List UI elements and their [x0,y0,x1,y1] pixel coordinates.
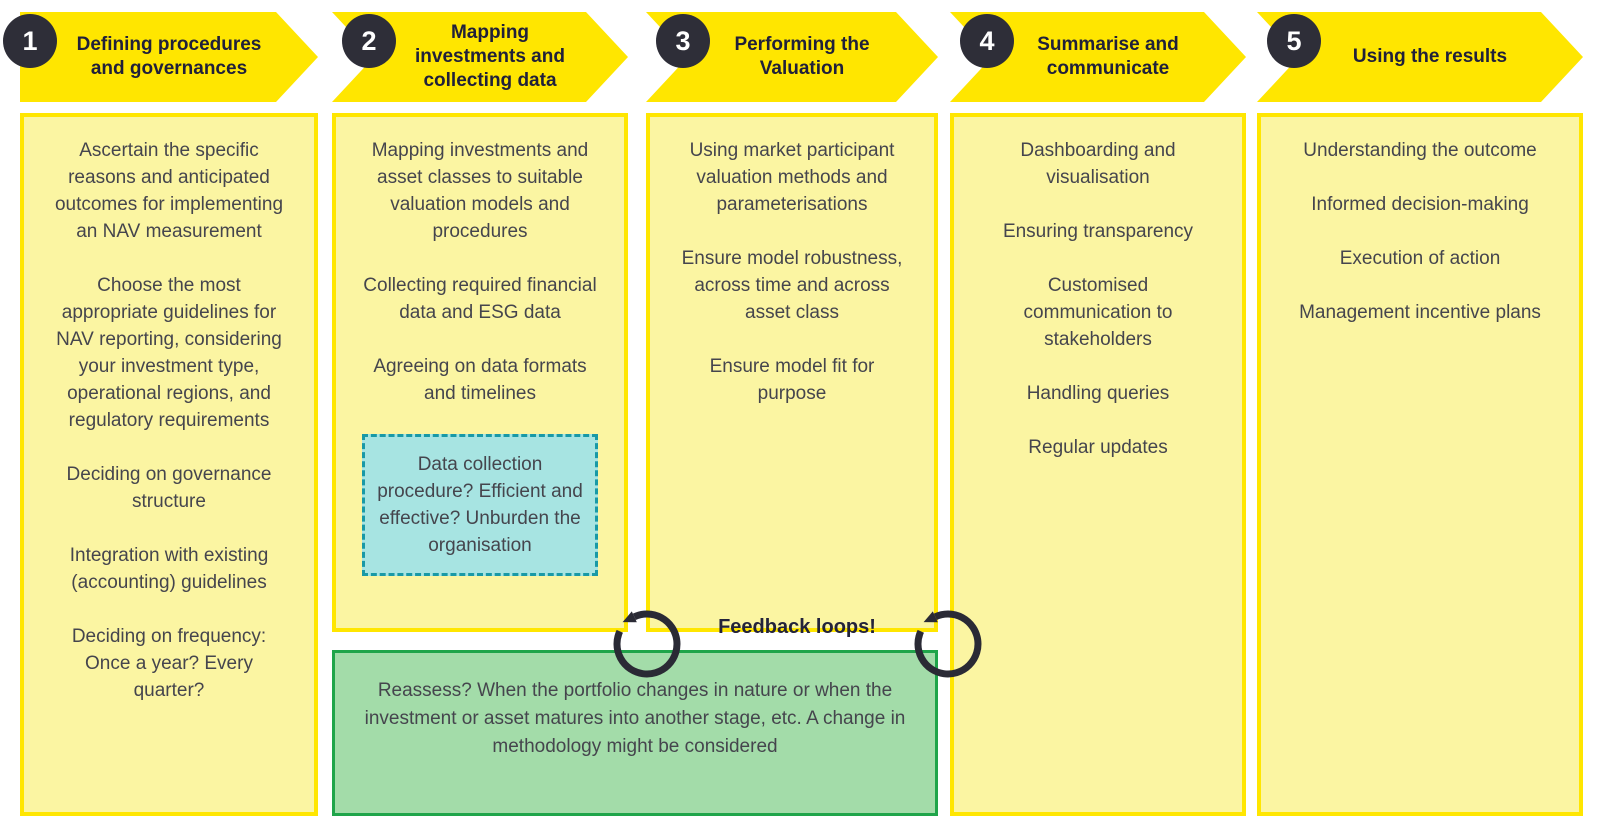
stage-4-title: Summarise and communicate [1037,34,1179,79]
stage-item: Deciding on frequency: Once a year? Ever… [71,626,267,701]
stage-item: Ascertain the specific reasons and antic… [54,140,284,242]
stage-3-title: Performing the Valuation [734,34,870,79]
stage-1-panel: Ascertain the specific reasons and antic… [20,113,318,816]
feedback-loop-icon [914,610,982,678]
stage-1-header-chevron: Defining procedures and governances [20,12,318,102]
stage-2-panel: Mapping investments and asset classes to… [332,113,628,632]
stage-item: Using market participant valuation metho… [689,140,895,215]
stage-1-column: 1 Defining procedures and governances As… [3,0,318,833]
stage-item: Agreeing on data formats and timelines [373,356,587,404]
feedback-loops-label: Feedback loops! [718,616,876,638]
stage-3-number-badge: 3 [656,14,710,68]
stage-item: Ensuring transparency [1002,221,1194,242]
stage-2-column: 2 Mapping investments and collecting dat… [332,0,628,833]
stage-item: Customised communication to stakeholders [1023,275,1173,350]
stage-2-number-badge: 2 [342,14,396,68]
stage-5-panel: Understanding the outcome Informed decis… [1257,113,1583,816]
stage-item: Management incentive plans [1299,302,1541,323]
stage-item: Deciding on governance structure [66,464,272,512]
stage-item: Regular updates [1028,437,1168,458]
stage-1-title: Defining procedures and governances [76,34,262,79]
data-collection-callout: Data collection procedure? Efficient and… [362,434,598,576]
stage-item: Integration with existing (accounting) g… [69,545,269,593]
stage-4-number-badge: 4 [960,14,1014,68]
stage-item: Execution of action [1339,248,1501,269]
feedback-loop-icon [613,610,681,678]
reassess-note-text: Reassess? When the portfolio changes in … [364,680,906,757]
callout-text: Data collection procedure? Efficient and… [377,454,583,556]
stage-item: Informed decision-making [1311,194,1529,215]
stage-3-panel: Using market participant valuation metho… [646,113,938,632]
stage-1-number-badge: 1 [3,14,57,68]
reassess-note: Reassess? When the portfolio changes in … [332,650,938,816]
stage-4-panel: Dashboarding and visualisation Ensuring … [950,113,1246,816]
stage-5-column: 5 Using the results Understanding the ou… [1257,0,1583,833]
stage-item: Dashboarding and visualisation [1020,140,1176,188]
stage-item: Mapping investments and asset classes to… [371,140,589,242]
stage-item: Collecting required financial data and E… [363,275,597,323]
stage-item: Ensure model fit for purpose [709,356,875,404]
stage-item: Understanding the outcome [1303,140,1537,161]
stage-item: Choose the most appropriate guidelines f… [56,275,282,431]
stage-item: Handling queries [1026,383,1170,404]
stage-3-column: 3 Performing the Valuation Using market … [646,0,938,833]
stage-5-title: Using the results [1352,46,1508,68]
stage-2-title: Mapping investments and collecting data [415,22,565,91]
stage-4-column: 4 Summarise and communicate Dashboarding… [950,0,1246,833]
stage-item: Ensure model robustness, across time and… [681,248,903,323]
stage-5-number-badge: 5 [1267,14,1321,68]
